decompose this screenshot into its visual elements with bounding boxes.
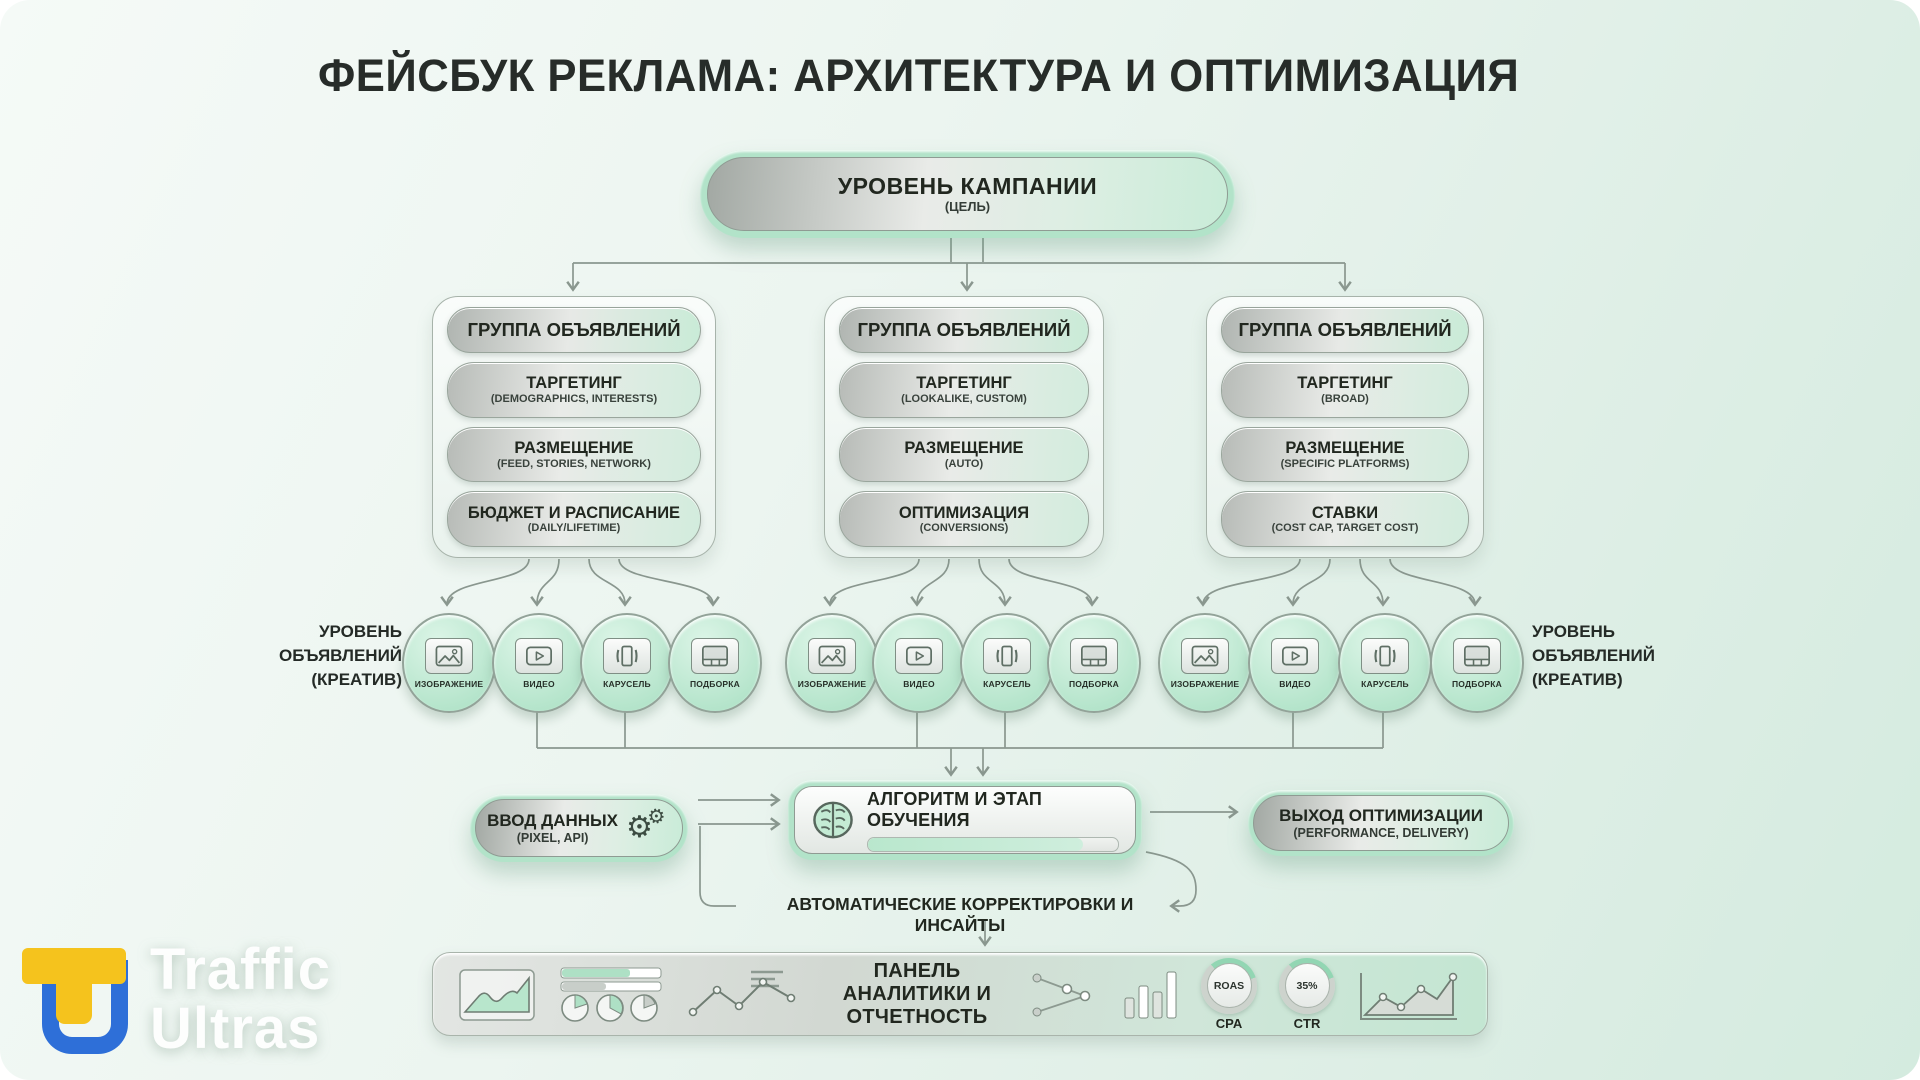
analytics-panel: ПАНЕЛЬ АНАЛИТИКИ И ОТЧЕТНОСТЬ ROAS CPA 3…: [432, 952, 1488, 1036]
traffic-ultras-logo-icon: [22, 948, 134, 1060]
image-icon: [425, 637, 473, 674]
optimization-output-subtitle: (PERFORMANCE, DELIVERY): [1293, 825, 1469, 840]
gears-icon: ⚙⚙: [626, 803, 669, 844]
analytics-panel-title: ПАНЕЛЬ АНАЛИТИКИ И ОТЧЕТНОСТЬ: [842, 959, 992, 1028]
campaign-level-title: УРОВЕНЬ КАМПАНИИ: [837, 173, 1098, 200]
ad-group-card-1: ГРУППА ОБЪЯВЛЕНИЙ ТАРГЕТИНГ (DEMOGRAPHIC…: [432, 296, 716, 558]
ad-group-header: ГРУППА ОБЪЯВЛЕНИЙ: [1221, 307, 1469, 353]
creative-circle-video: ВИДЕО: [1248, 613, 1342, 713]
ctr-gauge: 35% CTR: [1279, 957, 1335, 1031]
creative-circle-collection: ПОДБОРКА: [1047, 613, 1141, 713]
image-icon: [808, 637, 856, 674]
bids-row: СТАВКИ (COST CAP, TARGET COST): [1221, 491, 1469, 548]
creative-circle-video: ВИДЕО: [492, 613, 586, 713]
creative-circle-carousel: КАРУСЕЛЬ: [580, 613, 674, 713]
collection-icon: [691, 637, 739, 674]
creative-circle-collection: ПОДБОРКА: [1430, 613, 1524, 713]
campaign-level-subtitle: (ЦЕЛЬ): [944, 198, 991, 214]
creative-circle-carousel: КАРУСЕЛЬ: [960, 613, 1054, 713]
optimization-row: ОПТИМИЗАЦИЯ (CONVERSIONS): [839, 491, 1089, 548]
area-chart-icon: [459, 969, 535, 1021]
ad-group-card-2: ГРУППА ОБЪЯВЛЕНИЙ ТАРГЕТИНГ (LOOKALIKE, …: [824, 296, 1104, 558]
targeting-row: ТАРГЕТИНГ (BROAD): [1221, 362, 1469, 418]
carousel-icon: [983, 637, 1031, 674]
creative-circle-image: ИЗОБРАЖЕНИЕ: [1158, 613, 1252, 713]
collection-icon: [1453, 637, 1501, 674]
creative-circle-image: ИЗОБРАЖЕНИЕ: [785, 613, 879, 713]
creative-circle-carousel: КАРУСЕЛЬ: [1338, 613, 1432, 713]
placement-row: РАЗМЕЩЕНИЕ (SPECIFIC PLATFORMS): [1221, 426, 1469, 483]
creative-circle-video: ВИДЕО: [872, 613, 966, 713]
ad-level-label-left: УРОВЕНЬ ОБЪЯВЛЕНИЙ (КРЕАТИВ): [279, 622, 402, 689]
collection-icon: [1070, 637, 1118, 674]
learning-progress-bar: [867, 836, 1119, 852]
line-chart-icon: [688, 970, 796, 1017]
carousel-icon: [603, 637, 651, 674]
creative-circle-collection: ПОДБОРКА: [668, 613, 762, 713]
optimization-output-box: ВЫХОД ОПТИМИЗАЦИИ (PERFORMANCE, DELIVERY…: [1248, 790, 1514, 856]
ctr-gauge-ring: 35%: [1279, 957, 1335, 1014]
learning-progress-fill: [868, 837, 1083, 851]
algorithm-title: АЛГОРИТМ И ЭТАП ОБУЧЕНИЯ: [867, 788, 1043, 830]
ad-level-label-right: УРОВЕНЬ ОБЪЯВЛЕНИЙ (КРЕАТИВ): [1532, 622, 1655, 689]
targeting-row: ТАРГЕТИНГ (LOOKALIKE, CUSTOM): [839, 362, 1089, 418]
ad-group-header: ГРУППА ОБЪЯВЛЕНИЙ: [447, 307, 701, 353]
data-input-title: ВВОД ДАННЫХ: [487, 811, 619, 831]
algorithm-box: АЛГОРИТМ И ЭТАП ОБУЧЕНИЯ: [788, 780, 1142, 860]
page-title: ФЕЙСБУК РЕКЛАМА: АРХИТЕКТУРА И ОПТИМИЗАЦ…: [318, 50, 1520, 101]
bars-pies-icon: [560, 967, 662, 1022]
carousel-icon: [1361, 637, 1409, 674]
targeting-row: ТАРГЕТИНГ (DEMOGRAPHICS, INTERESTS): [447, 362, 701, 418]
cpa-gauge-ring: ROAS: [1201, 957, 1257, 1014]
image-icon: [1181, 637, 1229, 674]
traffic-ultras-logo-text: Traffic Ultras: [150, 937, 332, 1062]
campaign-level-box: УРОВЕНЬ КАМПАНИИ (ЦЕЛЬ): [700, 150, 1235, 238]
data-input-box: ВВОД ДАННЫХ (PIXEL, API) ⚙⚙: [470, 794, 688, 862]
ad-group-header: ГРУППА ОБЪЯВЛЕНИЙ: [839, 307, 1089, 353]
feedback-label: АВТОМАТИЧЕСКИЕ КОРРЕКТИРОВКИ И ИНСАЙТЫ: [786, 894, 1134, 935]
trend-chart-icon: [1360, 972, 1458, 1020]
creative-circle-image: ИЗОБРАЖЕНИЕ: [402, 613, 496, 713]
bar-chart-icon: [1124, 971, 1177, 1019]
optimization-output-title: ВЫХОД ОПТИМИЗАЦИИ: [1279, 806, 1483, 826]
video-icon: [1271, 637, 1319, 674]
video-icon: [895, 637, 943, 674]
scatter-icon: [1032, 973, 1091, 1017]
budget-row: БЮДЖЕТ И РАСПИСАНИЕ (DAILY/LIFETIME): [447, 491, 701, 548]
cpa-gauge: ROAS CPA: [1201, 957, 1257, 1031]
placement-row: РАЗМЕЩЕНИЕ (FEED, STORIES, NETWORK): [447, 426, 701, 483]
ad-group-card-3: ГРУППА ОБЪЯВЛЕНИЙ ТАРГЕТИНГ (BROAD) РАЗМ…: [1206, 296, 1484, 558]
data-input-subtitle: (PIXEL, API): [516, 830, 589, 845]
video-icon: [515, 637, 563, 674]
brain-icon: [811, 798, 855, 842]
placement-row: РАЗМЕЩЕНИЕ (AUTO): [839, 426, 1089, 483]
